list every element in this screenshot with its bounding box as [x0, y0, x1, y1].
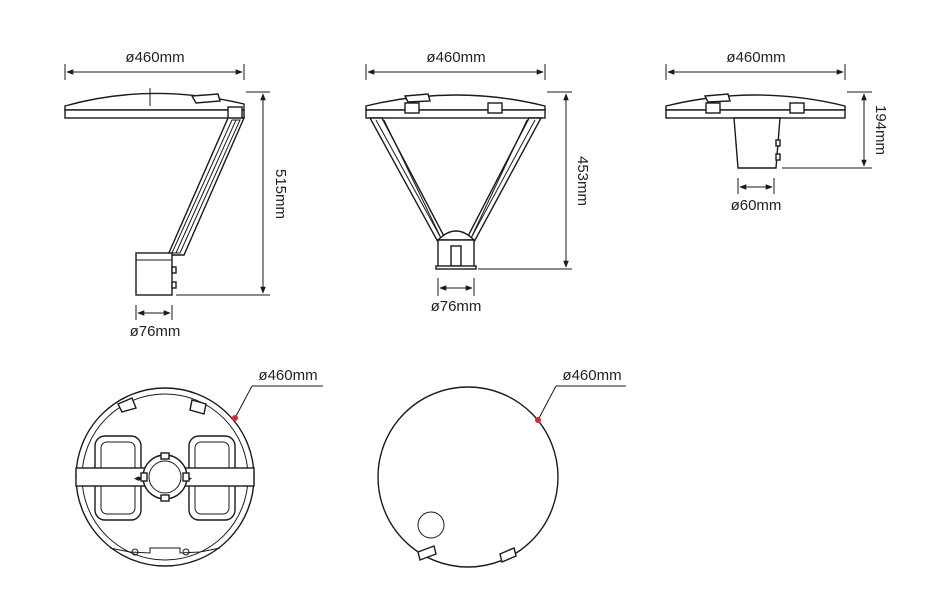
front-view: ø460mm 453mm ø76mm [365, 49, 591, 315]
front-height-label: 453mm [574, 156, 591, 206]
side-pole-label: ø76mm [130, 323, 181, 340]
side-width-label: ø460mm [125, 49, 184, 66]
top-leader-marker [535, 417, 541, 423]
bottom-diameter-label: ø460mm [258, 367, 317, 384]
top-view: ø460mm [377, 367, 626, 568]
top-mount-view: ø460mm 194mm ø60mm [665, 49, 889, 214]
top-mount-width-label: ø460mm [726, 49, 785, 66]
bottom-leader-marker [232, 415, 238, 421]
top-mount-pole-label: ø60mm [731, 197, 782, 214]
svg-text:◂▸: ◂▸ [134, 473, 144, 483]
side-view: ø460mm 515mm ø76mm [64, 49, 289, 340]
bottom-view: ◂▸ ◂▸ ø460mm [75, 367, 323, 567]
front-pole-label: ø76mm [431, 298, 482, 315]
front-width-label: ø460mm [426, 49, 485, 66]
top-mount-height-label: 194mm [872, 105, 889, 155]
top-diameter-label: ø460mm [562, 367, 621, 384]
side-height-label: 515mm [272, 169, 289, 219]
